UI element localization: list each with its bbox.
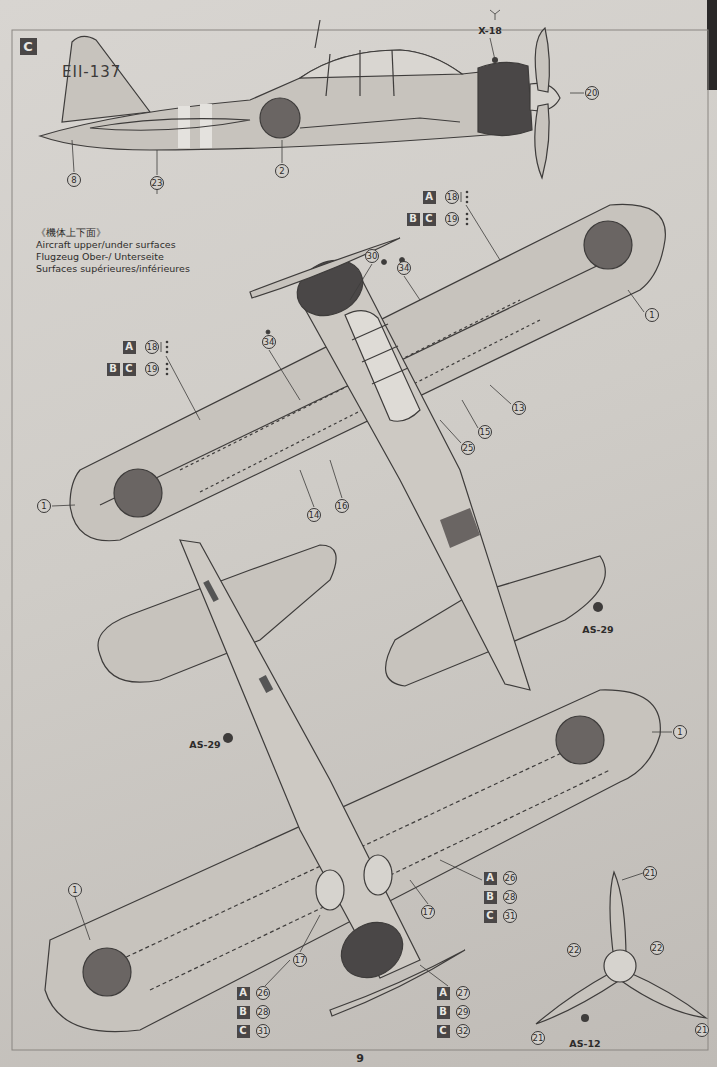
callout-number: 28 [503,890,517,904]
callout-number: 34 [262,335,276,349]
callout-number: 15 [478,425,492,439]
callout-number: 21 [695,1023,709,1037]
scheme-letter: C [484,910,497,923]
callout-number: 34 [397,261,411,275]
scheme-letter: A [484,872,497,885]
part-code: AS-29 [189,740,220,750]
callout-number: 1 [673,725,687,739]
scheme-letter: C [437,1025,450,1038]
callout-number: 8 [67,173,81,187]
callout-number: 29 [456,1005,470,1019]
scheme-letter: B [107,363,120,376]
callout-number: 22 [650,941,664,955]
scheme-letter: B [437,1006,450,1019]
callout-number: 23 [150,176,164,190]
callout-number: 17 [421,905,435,919]
scheme-letter: C [123,363,136,376]
callout-number: 19 [445,212,459,226]
callout-number: 26 [256,986,270,1000]
callout-number: 20 [585,86,599,100]
callout-number: 31 [503,909,517,923]
callout-number: 32 [456,1024,470,1038]
heading-text: Flugzeug Ober-/ Unterseite [36,252,164,262]
callout-number: 21 [643,866,657,880]
callout-number: 28 [256,1005,270,1019]
callout-number: 2 [275,164,289,178]
callout-number: 18 [145,340,159,354]
callout-number: 27 [456,986,470,1000]
scheme-letter: B [484,891,497,904]
callout-number: 21 [531,1031,545,1045]
callout-number: 17 [293,953,307,967]
callout-number: 31 [256,1024,270,1038]
callout-number: 1 [68,883,82,897]
scheme-letter: B [407,213,420,226]
callout-number: 1 [37,499,51,513]
heading-text: Aircraft upper/under surfaces [36,240,176,250]
callout-number: 16 [335,499,349,513]
scheme-letter: A [423,191,436,204]
part-code: X-18 [478,26,502,36]
heading-text: Surfaces supérieures/inférieures [36,264,190,274]
part-code: AS-29 [582,625,613,635]
callout-number: 14 [307,508,321,522]
part-code: AS-12 [569,1039,600,1049]
scheme-letter: A [123,341,136,354]
page-number: 9 [356,1053,364,1064]
callout-number: 1 [645,308,659,322]
callout-number: 22 [567,943,581,957]
callout-number: 26 [503,871,517,885]
callout-number: 25 [461,441,475,455]
tail-marking: EII-137 [62,65,121,80]
scheme-letter: C [237,1025,250,1038]
scheme-letter: A [437,987,450,1000]
heading-text: 《機体上下面》 [36,228,106,238]
callout-number: 13 [512,401,526,415]
scheme-letter: C [423,213,436,226]
callout-number: 30 [365,249,379,263]
section-letter: C [20,38,37,55]
scheme-letter: B [237,1006,250,1019]
callout-number: 19 [145,362,159,376]
callout-number: 18 [445,190,459,204]
scheme-letter: A [237,987,250,1000]
